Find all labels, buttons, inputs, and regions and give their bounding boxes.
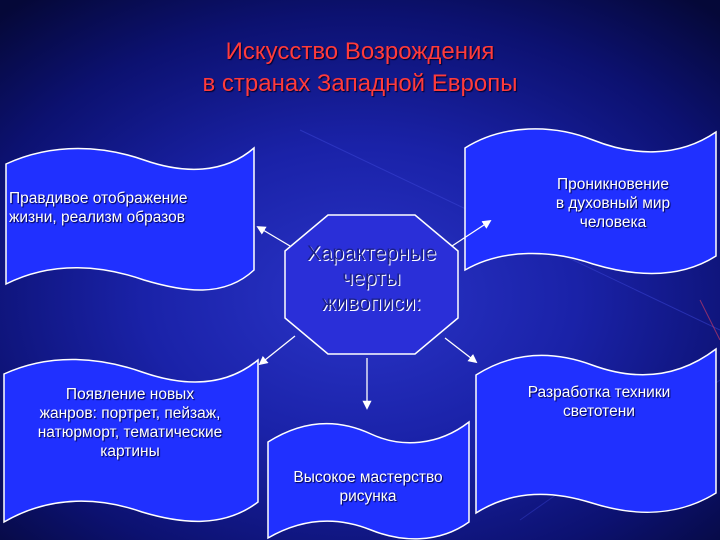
banner-chiaroscuro: Разработка техники светотени bbox=[474, 343, 718, 519]
banner-line: в духовный мир bbox=[555, 195, 671, 212]
banner-line: жизни, реализм образов bbox=[9, 209, 185, 226]
banner-shape bbox=[3, 358, 259, 524]
banner-line: Проникновение bbox=[556, 176, 670, 193]
banner-line: Появление новых bbox=[65, 386, 195, 403]
banner-line: человека bbox=[579, 214, 647, 231]
banner-line: Высокое мастерство bbox=[293, 469, 443, 486]
title-line-1: Искусство Возрождения bbox=[225, 38, 495, 65]
banner-shape bbox=[267, 420, 470, 540]
octagon-shape bbox=[284, 214, 459, 355]
slide-title: Искусство Возрождения в странах Западной… bbox=[110, 36, 610, 100]
banner-chiaroscuro-text: Разработка техники светотени bbox=[494, 383, 704, 421]
title-line-2: в странах Западной Европы bbox=[202, 70, 518, 97]
banner-spiritual-text: Проникновение в духовный мир человека bbox=[493, 175, 713, 232]
banner-spiritual: Проникновение в духовный мир человека bbox=[463, 118, 718, 276]
central-octagon: Характерные черты живописи: bbox=[283, 213, 460, 356]
central-text: Характерные черты живописи: bbox=[283, 241, 460, 316]
banner-line: Разработка техники bbox=[527, 384, 671, 401]
banner-line: рисунка bbox=[339, 488, 397, 505]
banner-shape bbox=[464, 128, 717, 275]
central-line: живописи: bbox=[321, 292, 422, 315]
banner-line: натюрморт, тематические bbox=[37, 424, 223, 441]
banner-line: Правдивое отображение bbox=[9, 190, 188, 207]
banner-realism-text: Правдивое отображение жизни, реализм обр… bbox=[9, 189, 249, 227]
banner-genres: Появление новых жанров: портрет, пейзаж,… bbox=[2, 352, 260, 528]
central-line: черты bbox=[342, 267, 401, 290]
banner-line: светотени bbox=[563, 403, 635, 420]
central-line: Характерные bbox=[306, 242, 437, 265]
banner-shape bbox=[5, 146, 255, 291]
banner-shape bbox=[475, 347, 717, 515]
banner-line: жанров: портрет, пейзаж, bbox=[39, 405, 221, 422]
banner-realism: Правдивое отображение жизни, реализм обр… bbox=[4, 142, 256, 292]
banner-line: картины bbox=[100, 443, 160, 460]
banner-drawing: Высокое мастерство рисунка bbox=[266, 412, 471, 540]
banner-genres-text: Появление новых жанров: портрет, пейзаж,… bbox=[10, 385, 250, 461]
banner-drawing-text: Высокое мастерство рисунка bbox=[268, 468, 468, 506]
